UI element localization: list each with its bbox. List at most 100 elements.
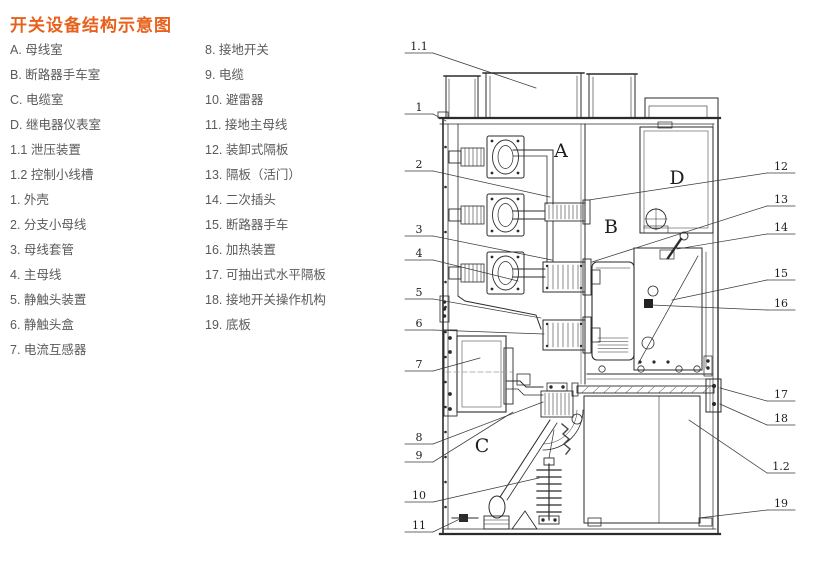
legend-item: 14. 二次插头	[205, 193, 276, 207]
leader-line	[588, 172, 768, 201]
callout-number: 13	[774, 193, 788, 206]
legend-item: 18. 接地开关操作机构	[205, 293, 326, 307]
compartment-letter: D	[669, 167, 684, 189]
heater-mark	[644, 299, 653, 308]
bushing-assembly	[448, 135, 525, 179]
legend-item: 1.2 控制小线槽	[10, 168, 94, 182]
legend-column-2: 8. 接地开关 9. 电缆 10. 避雷器 11. 接地主母线 12. 装卸式隔板 13.…	[205, 38, 326, 338]
callout-number: 6	[416, 317, 423, 330]
static-contact-boxes	[542, 258, 601, 354]
callout-number: 9	[416, 449, 423, 462]
leader-line	[719, 403, 768, 426]
legend-item: 4. 主母线	[10, 268, 62, 282]
legend-item: 5. 静触头装置	[10, 293, 87, 307]
busbar-compartment	[448, 123, 601, 385]
leader-line	[432, 357, 481, 372]
leader-line	[591, 205, 768, 263]
legend-item: 8. 接地开关	[205, 43, 269, 57]
legend-item: 3. 母线套管	[10, 243, 74, 257]
callout: 19	[698, 497, 796, 519]
legend-item: 2. 分支小母线	[10, 218, 87, 232]
legend-item: 16. 加热装置	[205, 243, 276, 257]
legend-item: 1. 外壳	[10, 193, 49, 207]
callout-number: 11	[412, 519, 426, 532]
callout: 1	[404, 101, 447, 122]
callout-number: 5	[416, 286, 423, 299]
relay-instrument-compartment	[639, 121, 714, 234]
legend-item: 6. 静触头盒	[10, 318, 74, 332]
earthing-busbar-bolt	[451, 514, 479, 522]
callout-number: 3	[416, 223, 423, 236]
bushing-assembly	[448, 251, 525, 295]
leader-line	[432, 259, 519, 282]
legend-item: B. 断路器手车室	[10, 68, 101, 82]
legend-item: 13. 隔板（活门）	[205, 168, 301, 182]
legend-item: 1.1 泄压装置	[10, 143, 81, 157]
legend-item: 9. 电缆	[205, 68, 244, 82]
callout-number: 10	[412, 489, 426, 502]
callout-number: 1.2	[772, 460, 790, 473]
callout: 1.2	[688, 419, 796, 474]
callout-number: 1	[416, 101, 423, 114]
callout: 14	[676, 221, 796, 250]
callout: 10	[404, 477, 540, 503]
compartment-letter: B	[604, 216, 618, 238]
callout-number: 18	[774, 412, 788, 425]
callout-number: 19	[774, 497, 788, 510]
callout: 2	[404, 158, 551, 198]
leader-line	[432, 329, 545, 335]
callout-number: 8	[416, 431, 423, 444]
leader-line	[432, 517, 463, 533]
callout: 5	[404, 286, 542, 319]
callout-number: 1.1	[410, 40, 428, 53]
leader-line	[676, 233, 768, 250]
callout-number: 12	[774, 160, 788, 173]
callout: 17	[719, 387, 796, 402]
callout-number: 17	[774, 388, 788, 401]
compartment-letter: A	[553, 140, 568, 162]
callout-number: 4	[416, 247, 423, 260]
busbar-bushing	[544, 199, 591, 225]
callout-number: 16	[774, 297, 788, 310]
legend-item: D. 继电器仪表室	[10, 118, 101, 132]
callout: 7	[404, 357, 481, 372]
leader-line	[432, 411, 514, 463]
leader-line	[432, 52, 537, 89]
legend-item: C. 电缆室	[10, 93, 64, 107]
leader-line	[698, 509, 768, 519]
callout-number: 7	[416, 358, 423, 371]
wall-bolts	[444, 145, 447, 509]
callout-number: 15	[774, 267, 788, 280]
leader-line	[432, 298, 542, 319]
cable-compartment	[443, 329, 584, 530]
callout: 11	[404, 517, 463, 533]
legend-item: 11. 接地主母线	[205, 118, 288, 132]
callout: 8	[404, 401, 544, 445]
callout-number: 14	[774, 221, 788, 234]
leader-line	[688, 419, 768, 474]
callout: 18	[719, 403, 796, 426]
legend-item: 7. 电流互感器	[10, 343, 87, 357]
static-contact-box	[542, 258, 601, 296]
current-transformer	[445, 335, 514, 413]
leader-line	[432, 477, 540, 503]
callout: 13	[591, 193, 796, 263]
legend-item: 10. 避雷器	[205, 93, 264, 107]
legend-item: 19. 底板	[205, 318, 251, 332]
cable	[483, 419, 558, 530]
breaker-truck	[586, 231, 713, 380]
legend-item: 12. 装卸式隔板	[205, 143, 289, 157]
leader-line	[651, 304, 768, 311]
leader-line	[671, 279, 768, 301]
earthing-switch	[540, 382, 584, 455]
surge-arrester	[536, 429, 562, 525]
callout: 6	[404, 317, 545, 335]
callout: 4	[404, 247, 519, 282]
callout: 9	[404, 411, 514, 463]
leader-line	[432, 235, 553, 261]
lower-rear-panel	[583, 395, 701, 524]
page-title: 开关设备结构示意图	[10, 16, 172, 35]
